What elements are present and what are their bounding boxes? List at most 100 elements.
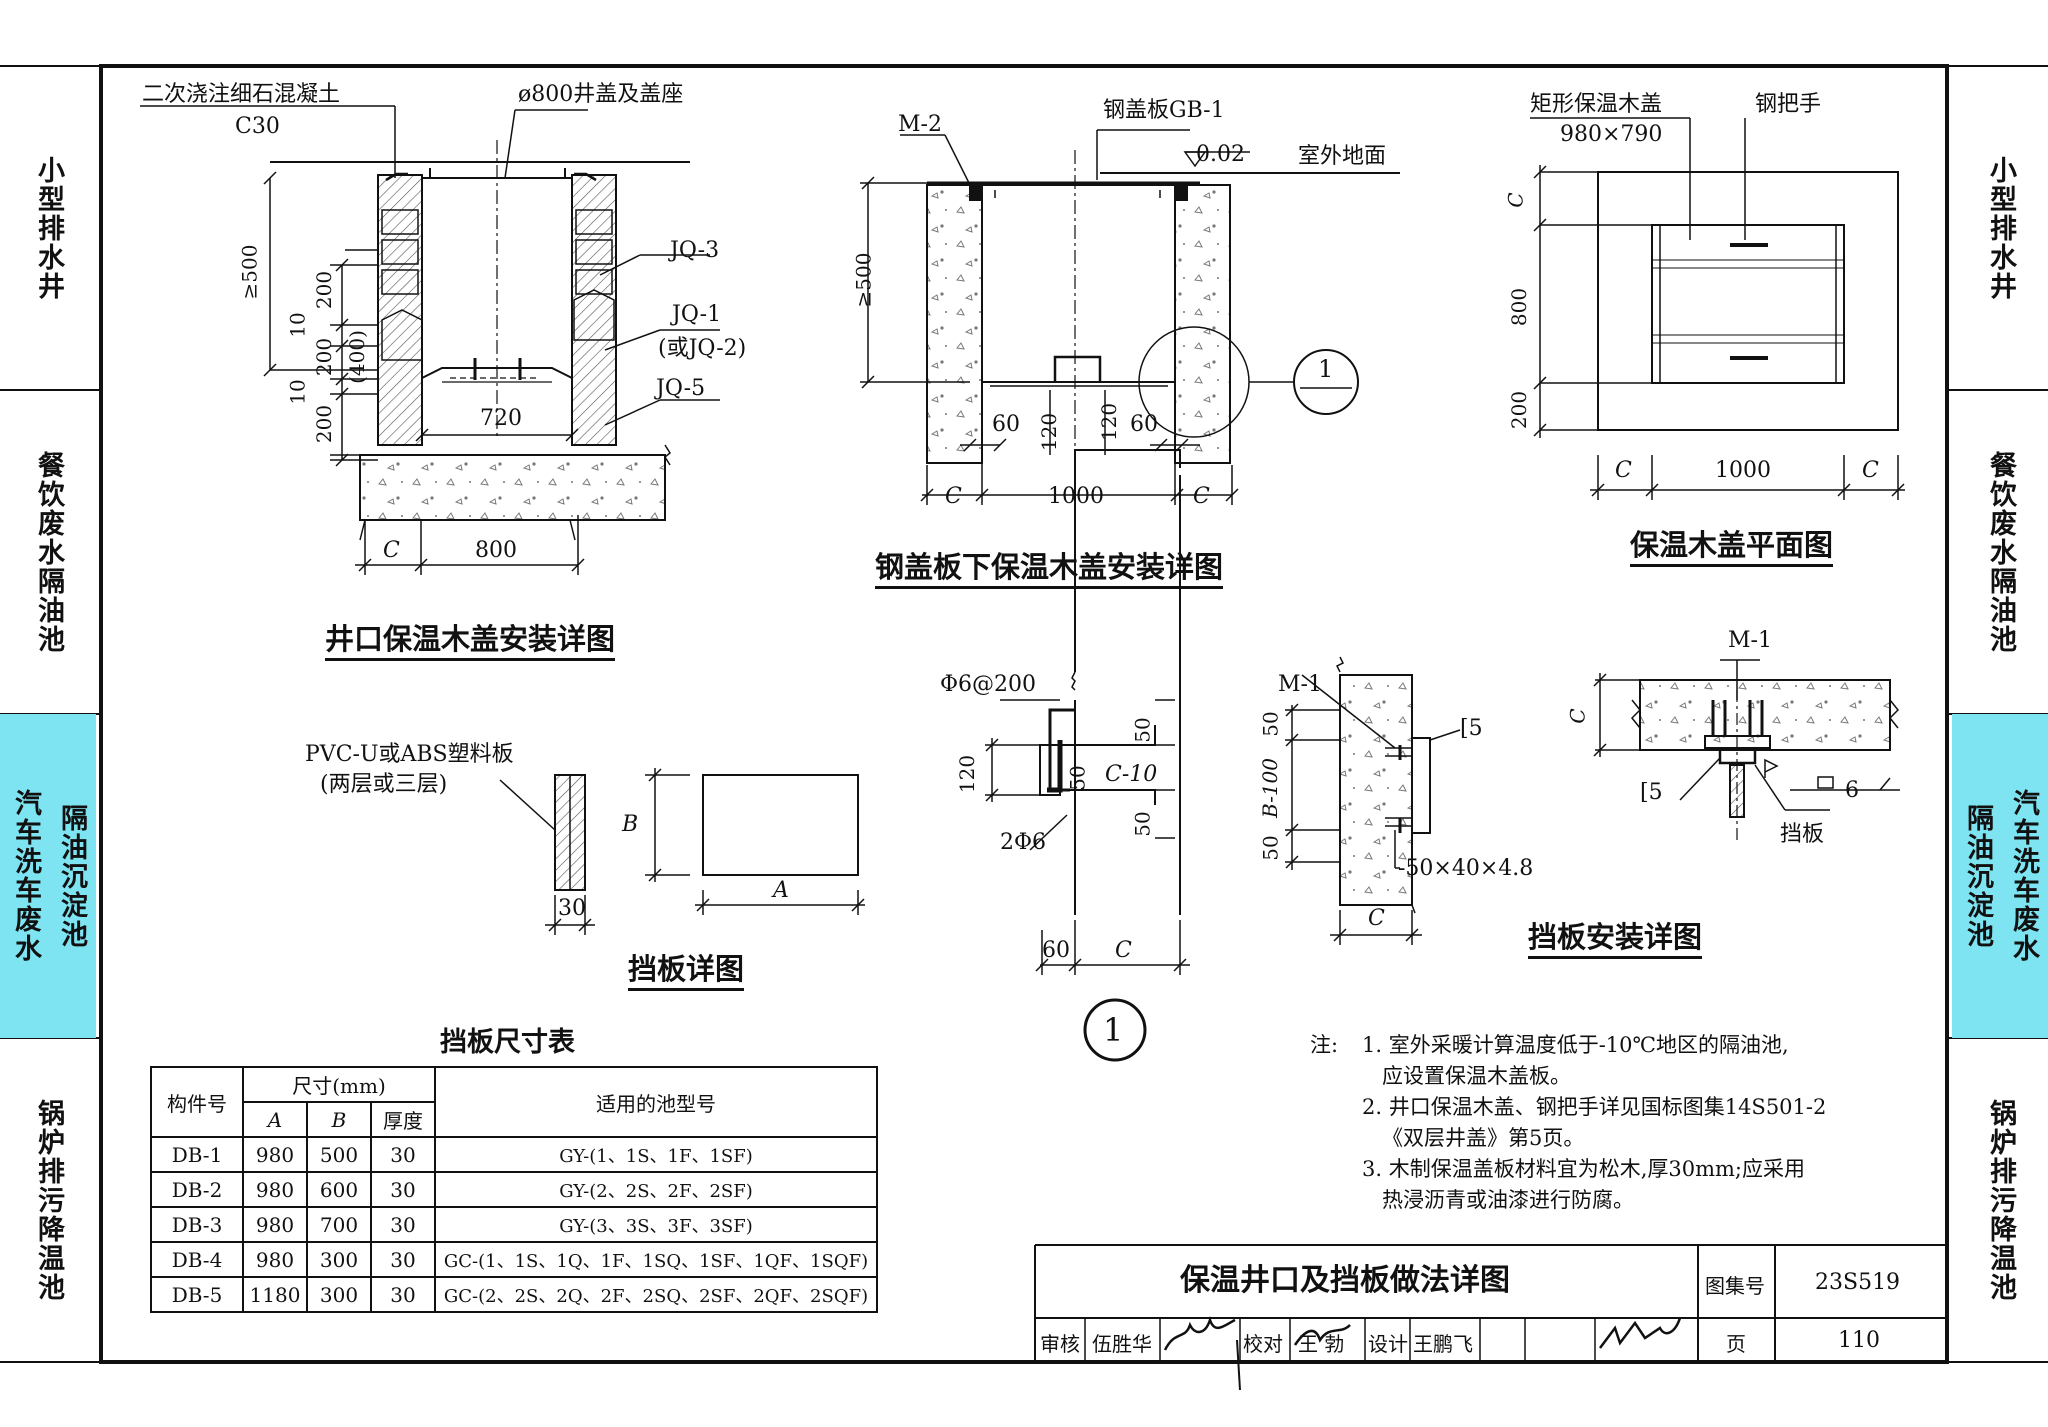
atlas-number: 23S519 bbox=[1815, 1270, 1901, 1295]
cell-part: DB-1 bbox=[150, 1136, 244, 1173]
dim-c: C bbox=[1565, 708, 1590, 724]
dim-200: 200 bbox=[312, 337, 337, 377]
dim-800: 800 bbox=[1507, 287, 1532, 327]
label-m1: M-1 bbox=[1278, 672, 1322, 697]
side-tab-restaurant-grease-trap-right[interactable]: 餐饮废水隔油池 bbox=[1952, 390, 2048, 714]
dim-min-height: ≥500 bbox=[237, 244, 262, 300]
col-dimensions: 尺寸(mm) bbox=[242, 1066, 436, 1103]
note-2: 2. 井口保温木盖、钢把手详见国标图集14S501-2 bbox=[1362, 1095, 1827, 1119]
dim-c: C bbox=[383, 538, 400, 563]
reviewer-name: 伍胜华 bbox=[1092, 1332, 1152, 1356]
dim-c: C bbox=[945, 484, 962, 509]
label-m2: M-2 bbox=[898, 112, 942, 137]
cell-a: 980 bbox=[242, 1206, 308, 1243]
cell-b: 700 bbox=[306, 1206, 372, 1243]
side-tab-car-wash-separator-right[interactable]: 隔油沉淀池汽车洗车废水 bbox=[1952, 714, 2048, 1038]
label-weld-size: 6 bbox=[1845, 778, 1859, 803]
cell-b: 300 bbox=[306, 1241, 372, 1278]
page-label: 页 bbox=[1726, 1332, 1746, 1356]
col-a: A bbox=[242, 1101, 308, 1138]
cell-a: 980 bbox=[242, 1171, 308, 1208]
dim-30: 30 bbox=[558, 896, 586, 921]
dim-c: C bbox=[1368, 906, 1385, 931]
label-rect-lid: 矩形保温木盖 bbox=[1530, 92, 1663, 117]
label-m1: M-1 bbox=[1728, 628, 1772, 653]
dim-50: 50 bbox=[1065, 765, 1090, 791]
dim-c: C bbox=[1503, 192, 1528, 208]
dim-c: C bbox=[1615, 458, 1632, 483]
design-label: 设计 bbox=[1368, 1332, 1408, 1356]
cell-models: GY-(1、1S、1F、1SF) bbox=[434, 1136, 878, 1173]
label-steel-plate: 钢盖板GB-1 bbox=[1103, 98, 1225, 123]
note-1: 1. 室外采暖计算温度低于-10℃地区的隔油池, bbox=[1362, 1033, 1789, 1057]
dim-120: 120 bbox=[1037, 412, 1062, 452]
col-b: B bbox=[306, 1101, 372, 1138]
designer-name: 王鹏飞 bbox=[1413, 1332, 1473, 1356]
signatures bbox=[1163, 1316, 1682, 1391]
label-secondary-concrete: 二次浇注细石混凝土 bbox=[142, 82, 341, 107]
dim-120: 120 bbox=[1097, 402, 1122, 442]
cell-b: 500 bbox=[306, 1136, 372, 1173]
side-tab-small-drain-well[interactable]: 小型排水井 bbox=[0, 66, 96, 390]
dim-200: 200 bbox=[312, 270, 337, 310]
note-1-cont: 应设置保温木盖板。 bbox=[1382, 1064, 1571, 1088]
cell-models: GY-(2、2S、2F、2SF) bbox=[434, 1171, 878, 1208]
table-title: 挡板尺寸表 bbox=[440, 1027, 575, 1058]
dim-b-minus-100: B-100 bbox=[1258, 758, 1282, 818]
label-outdoor-ground: 室外地面 bbox=[1298, 144, 1387, 169]
drawing-title: 保温井口及挡板做法详图 bbox=[1180, 1263, 1510, 1298]
side-tab-restaurant-grease-trap[interactable]: 餐饮废水隔油池 bbox=[0, 390, 96, 714]
label-manhole-cover: ø800井盖及盖座 bbox=[518, 82, 684, 107]
cell-models: GC-(2、2S、2Q、2F、2SQ、2SF、2QF、2SQF) bbox=[434, 1276, 878, 1313]
dim-60: 60 bbox=[992, 412, 1020, 437]
col-thickness: 厚度 bbox=[370, 1101, 436, 1138]
dim-b: B bbox=[622, 812, 639, 837]
title-plan-view: 保温木盖平面图 bbox=[1630, 528, 1834, 567]
cell-a: 980 bbox=[242, 1241, 308, 1278]
note-3: 3. 木制保温盖板材料宜为松木,厚30mm;应采用 bbox=[1362, 1157, 1806, 1181]
cell-thickness: 30 bbox=[370, 1206, 436, 1243]
side-tab-small-drain-well-right[interactable]: 小型排水井 bbox=[1952, 66, 2048, 390]
checker-name: 王 勃 bbox=[1298, 1332, 1345, 1356]
title-well-cover-detail: 井口保温木盖安装详图 bbox=[325, 622, 616, 661]
dim-720: 720 bbox=[480, 406, 522, 431]
review-label: 审核 bbox=[1040, 1332, 1080, 1356]
label-plate: -50×40×4.8 bbox=[1398, 856, 1534, 881]
side-tab-car-wash-separator[interactable]: 汽车洗车废水隔油沉淀池 bbox=[0, 714, 96, 1038]
cell-thickness: 30 bbox=[370, 1276, 436, 1313]
side-tab-label: 小型排水井 bbox=[33, 155, 64, 301]
side-tab-label: 隔油沉淀池 bbox=[56, 803, 87, 949]
cell-a: 1180 bbox=[242, 1276, 308, 1313]
side-tab-boiler-cooling-pool-right[interactable]: 锅炉排污降温池 bbox=[1952, 1038, 2048, 1362]
title-install-detail: 挡板安装详图 bbox=[1528, 920, 1703, 959]
section-1-label: 1 bbox=[1103, 1011, 1124, 1049]
callout-detail-1[interactable]: 1 bbox=[1318, 355, 1334, 383]
dim-10: 10 bbox=[285, 379, 310, 405]
dim-a: A bbox=[773, 878, 789, 903]
cell-thickness: 30 bbox=[370, 1136, 436, 1173]
title-baffle-detail: 挡板详图 bbox=[628, 952, 745, 991]
cell-part: DB-3 bbox=[150, 1206, 244, 1243]
side-tab-label: 餐饮废水隔油池 bbox=[1985, 450, 2016, 654]
cell-b: 600 bbox=[306, 1171, 372, 1208]
label-channel: C-10 bbox=[1105, 762, 1158, 787]
label-jq1-alt: (或JQ-2) bbox=[658, 336, 747, 361]
side-tab-boiler-cooling-pool[interactable]: 锅炉排污降温池 bbox=[0, 1038, 96, 1362]
dim-200: 200 bbox=[1507, 390, 1532, 430]
side-tab-label: 汽车洗车废水 bbox=[10, 789, 41, 963]
atlas-label: 图集号 bbox=[1705, 1274, 1765, 1298]
dim-120: 120 bbox=[955, 754, 980, 794]
notes-label: 注: bbox=[1310, 1033, 1339, 1057]
cell-models: GY-(3、3S、3F、3SF) bbox=[434, 1206, 878, 1243]
dim-1000: 1000 bbox=[1048, 484, 1104, 509]
side-tab-label: 锅炉排污降温池 bbox=[33, 1098, 64, 1302]
col-part-no: 构件号 bbox=[150, 1066, 244, 1138]
label-jq3: JQ-3 bbox=[670, 238, 720, 263]
label-jq1: JQ-1 bbox=[672, 302, 722, 327]
dim-min-height: ≥500 bbox=[851, 252, 876, 308]
